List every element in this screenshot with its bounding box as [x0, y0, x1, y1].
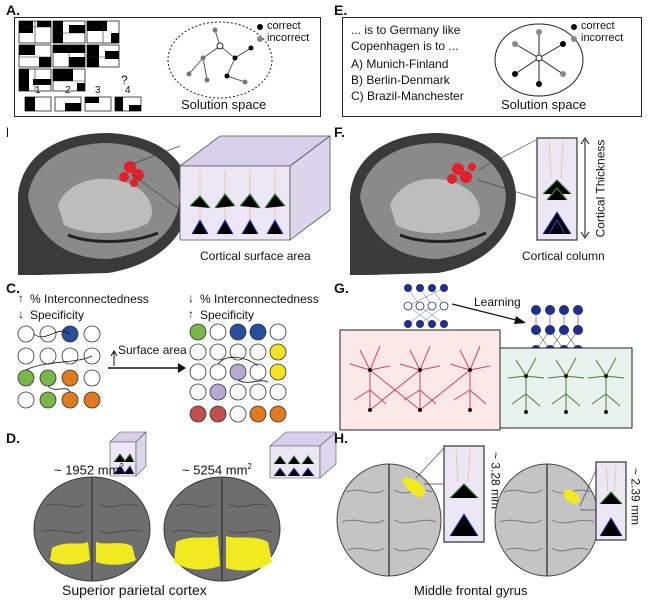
- c-right-grid: [189, 323, 287, 423]
- cortical-surface-area-caption: Cortical surface area: [200, 249, 311, 263]
- panel-h-label: H.: [334, 430, 348, 446]
- option-4: 4: [125, 85, 131, 96]
- network-before: [403, 284, 449, 328]
- option-3: 3: [95, 85, 101, 96]
- analogy-line-2: Copenhagen is to ...: [351, 39, 459, 53]
- h-value-right: ~ 2.39 mm: [628, 467, 643, 526]
- panel-f-label: F.: [334, 124, 345, 140]
- analogy-option-b: B) Berlin-Denmark: [351, 73, 450, 87]
- c-right-specificity: Specificity: [200, 308, 255, 322]
- cortical-column-caption: Cortical column: [522, 249, 605, 263]
- f-zoom-lines: [477, 139, 537, 199]
- option-1: 1: [35, 85, 41, 96]
- neurons-green: [499, 347, 633, 429]
- neurons-red: [339, 329, 501, 431]
- h-column-left: [443, 445, 485, 543]
- brain-h-left: [336, 463, 442, 577]
- brain-d-right: [163, 476, 281, 582]
- brain-d-left: [33, 476, 151, 582]
- incorrect-dot-e: [571, 36, 577, 42]
- panel-a-box: ? 1 2 3 4 correct incorrect Solution spa…: [14, 17, 321, 117]
- c-right-interconnectedness: % Interconnectedness: [200, 292, 319, 306]
- superior-parietal-caption: Superior parietal cortex: [62, 582, 207, 598]
- legend-incorrect-e: incorrect: [581, 32, 624, 44]
- thickness-arrow: [580, 137, 590, 239]
- c-left-down-arrow: ↓: [18, 307, 24, 321]
- option-2: 2: [65, 85, 71, 96]
- puzzle-question-mark: ?: [121, 73, 128, 87]
- sagittal-mri-f: [350, 133, 516, 275]
- matrix-puzzle: [18, 20, 142, 112]
- solution-space-a: [167, 21, 273, 99]
- c-right-down-arrow: ↓: [188, 291, 194, 305]
- legend-correct-a: correct: [267, 20, 301, 32]
- c-left-specificity: Specificity: [30, 308, 85, 322]
- legend-incorrect-a: incorrect: [267, 32, 310, 44]
- solution-space-e: [494, 23, 584, 97]
- middle-frontal-caption: Middle frontal gyrus: [414, 583, 528, 598]
- d-value-right-sup: 2: [247, 462, 252, 471]
- correct-dot-a: [257, 24, 263, 30]
- h-column-right: [595, 461, 627, 541]
- learning-arrow: [451, 303, 526, 324]
- b-zoom-lines: [131, 145, 181, 211]
- panel-d-label: D.: [6, 430, 20, 446]
- surface-area-label: Surface area: [118, 343, 187, 357]
- c-right-up-arrow: ↑: [188, 307, 194, 321]
- d-large-volume: [269, 431, 337, 479]
- c-left-grid: [17, 325, 101, 409]
- cortical-column-f: [536, 137, 578, 241]
- d-small-volume: [109, 431, 147, 477]
- panel-a-label: A.: [6, 2, 20, 18]
- brain-h-right: [494, 463, 600, 577]
- analogy-option-c: C) Brazil-Manchester: [351, 89, 464, 103]
- c-left-interconnectedness: % Interconnectedness: [30, 292, 149, 306]
- incorrect-dot-a: [257, 36, 263, 42]
- h-right-zoom: [579, 469, 597, 511]
- d-value-left-sup: 2: [119, 462, 124, 471]
- d-value-left-text: ~ 1952 mm: [54, 462, 120, 478]
- panel-e-box: ... is to Germany like Copenhagen is to …: [342, 17, 642, 117]
- sagittal-mri-b: [8, 125, 198, 275]
- c-left-up-arrow: ↑: [18, 291, 24, 305]
- panel-c-label: C.: [6, 280, 20, 296]
- cortical-thickness-label: Cortical Thickness: [593, 139, 608, 238]
- panel-e-label: E.: [334, 2, 348, 18]
- cortical-volume-b: [178, 135, 332, 241]
- panel-g-label: G.: [334, 280, 349, 296]
- solution-space-caption-a: Solution space: [181, 97, 267, 112]
- h-left-zoom: [415, 447, 445, 485]
- d-value-right-text: ~ 5254 mm: [182, 462, 248, 478]
- surface-area-arrow: [108, 350, 186, 373]
- analogy-option-a: A) Munich-Finland: [351, 57, 449, 71]
- learning-label: Learning: [474, 295, 521, 309]
- legend-correct-e: correct: [581, 20, 615, 32]
- d-value-left: ~ 1952 mm2: [54, 460, 124, 476]
- d-value-right: ~ 5254 mm2: [182, 460, 252, 476]
- analogy-line-1: ... is to Germany like: [351, 23, 461, 37]
- solution-space-caption-e: Solution space: [501, 97, 587, 112]
- correct-dot-e: [571, 24, 577, 30]
